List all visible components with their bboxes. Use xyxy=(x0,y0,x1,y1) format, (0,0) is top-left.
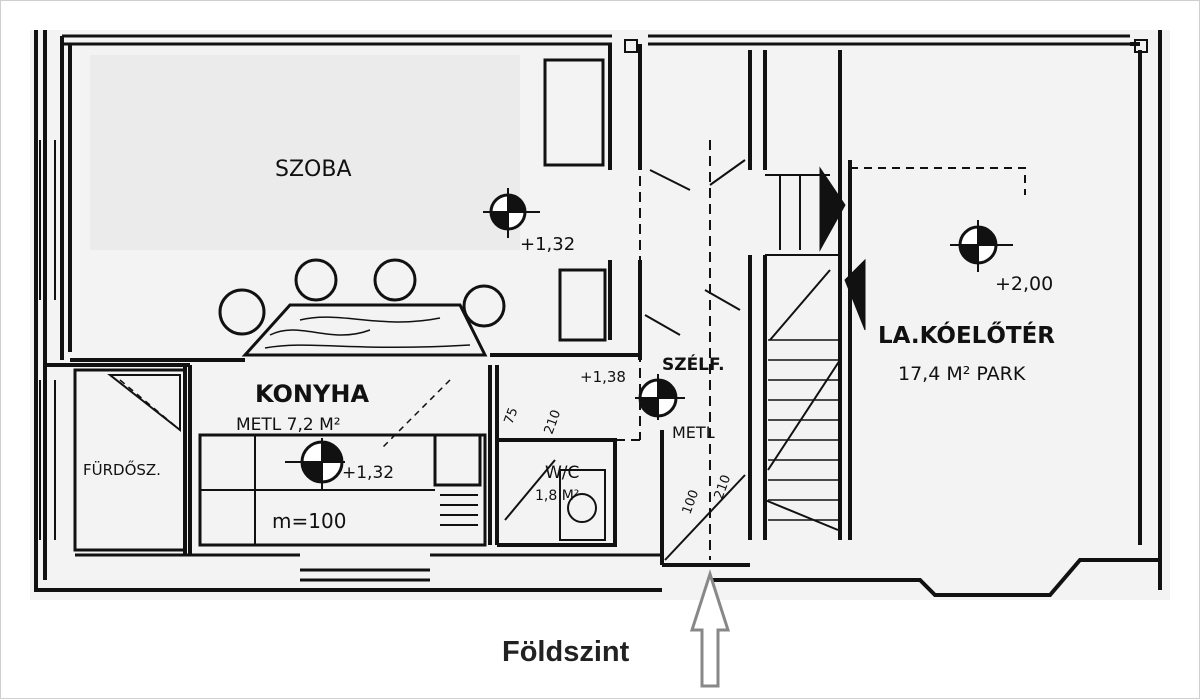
floor-caption: Földszint xyxy=(502,636,630,668)
area-konyha: METL 7,2 M² xyxy=(236,415,341,435)
level-konyha: +1,32 xyxy=(342,463,394,483)
level-szoba: +1,32 xyxy=(520,234,575,255)
level-hall: +1,38 xyxy=(580,368,626,386)
door-width-wc: 75 xyxy=(502,406,522,427)
room-name-szoba: SZOBA xyxy=(275,157,352,182)
entrance-arrow-icon xyxy=(689,569,731,688)
level-marker-icon xyxy=(950,220,1013,272)
room-name-konyha: KONYHA xyxy=(255,380,369,408)
area-wc: 1,8 M² xyxy=(535,488,579,504)
room-name-wc: W/C xyxy=(545,463,579,483)
counter-length: m=100 xyxy=(272,509,346,533)
walls xyxy=(34,30,1162,597)
level-marker-icon xyxy=(635,374,685,420)
room-name-hall: SZÉLF. xyxy=(662,353,725,375)
level-marker-icon xyxy=(285,438,345,490)
room-name-living: LA.KÓELŐTÉR xyxy=(878,321,1055,349)
room-highlight xyxy=(90,55,520,250)
room-name-furdo: FÜRDŐSZ. xyxy=(83,459,161,479)
level-living: +2,00 xyxy=(995,273,1053,295)
area-living: 17,4 M² PARK xyxy=(898,363,1026,385)
floor-hall: METL xyxy=(672,423,715,442)
level-marker-icon xyxy=(483,188,540,238)
